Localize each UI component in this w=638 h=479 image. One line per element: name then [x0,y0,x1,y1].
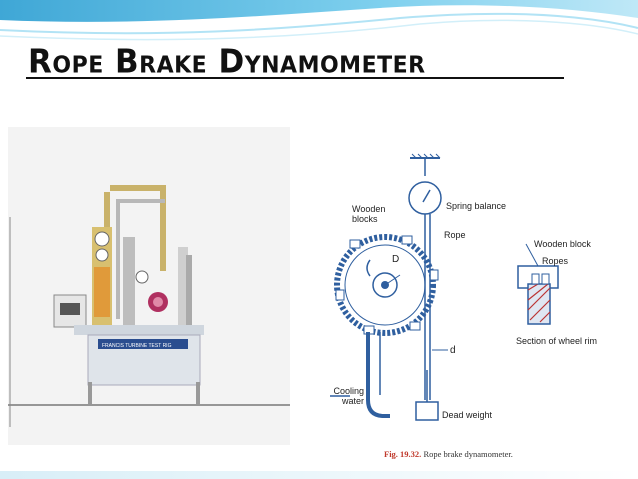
rope-brake-diagram [330,153,559,421]
title-underline [26,77,564,79]
figure-caption: Fig. 19.32. Rope brake dynamometer. [384,449,513,459]
caption-text: Rope brake dynamometer. [423,449,513,459]
label-section-of-wheel-rim: Section of wheel rim [516,336,598,346]
label-cooling-water: Cooling water [333,386,364,406]
caption-figure-number: Fig. 19.32. [384,449,422,459]
label-rope: Rope [444,230,466,240]
header-wave-decoration [0,0,638,41]
rig-plate-text: FRANCIS TURBINE TEST RIG [102,343,172,349]
label-dead-weight: Dead weight [442,410,493,420]
slide-title: Rope Brake Dynamometer [28,43,426,81]
label-wooden-block: Wooden block [534,239,591,249]
test-rig-photo-background [8,127,290,445]
test-rig-photo: FRANCIS TURBINE TEST RIG [8,185,290,427]
label-wooden-blocks: Wooden blocks [352,204,386,224]
footer-band [0,471,638,479]
label-ropes: Ropes [542,256,569,266]
label-diameter-d: d [450,345,456,356]
label-spring-balance: Spring balance [446,201,507,211]
label-diameter-D: D [392,254,400,265]
